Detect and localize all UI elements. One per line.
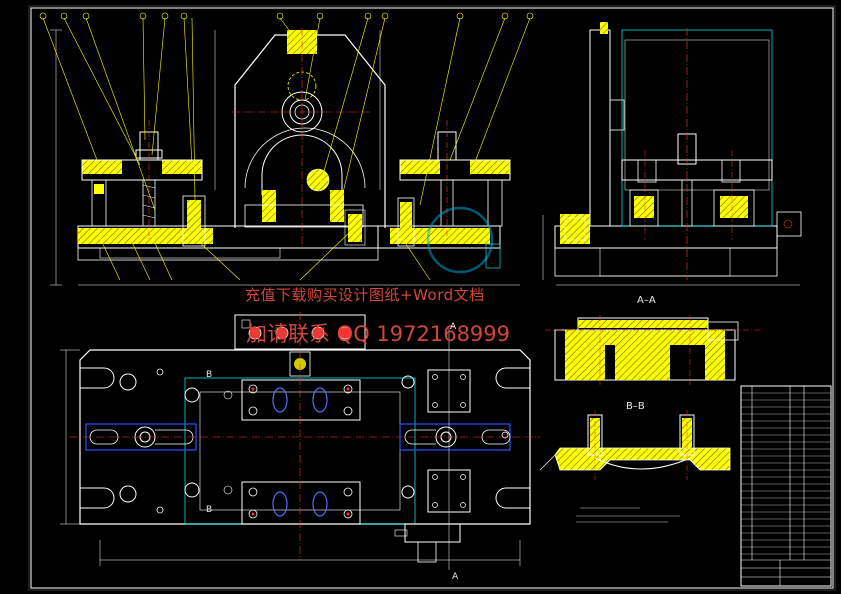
- section-bb-label: B–B: [626, 401, 645, 412]
- technical-notes: [576, 507, 680, 523]
- front-view: [39, 12, 534, 286]
- section-mark-a-top: A: [450, 322, 457, 332]
- section-mark-b-top: B: [206, 370, 213, 380]
- watermark-line-2: 加请联系 QQ 1972168999: [246, 322, 511, 346]
- plan-view: [60, 312, 540, 570]
- watermark-line-1: 充值下载购买设计图纸+Word文档: [245, 286, 485, 304]
- section-bb: [539, 410, 731, 480]
- section-aa: [545, 315, 765, 385]
- section-aa-label: A–A: [637, 295, 656, 306]
- section-mark-a-bottom: A: [452, 572, 459, 582]
- section-mark-b-bottom: B: [206, 505, 213, 515]
- side-view: [542, 22, 802, 286]
- drawing-frame: [28, 5, 836, 591]
- title-block: [740, 385, 832, 587]
